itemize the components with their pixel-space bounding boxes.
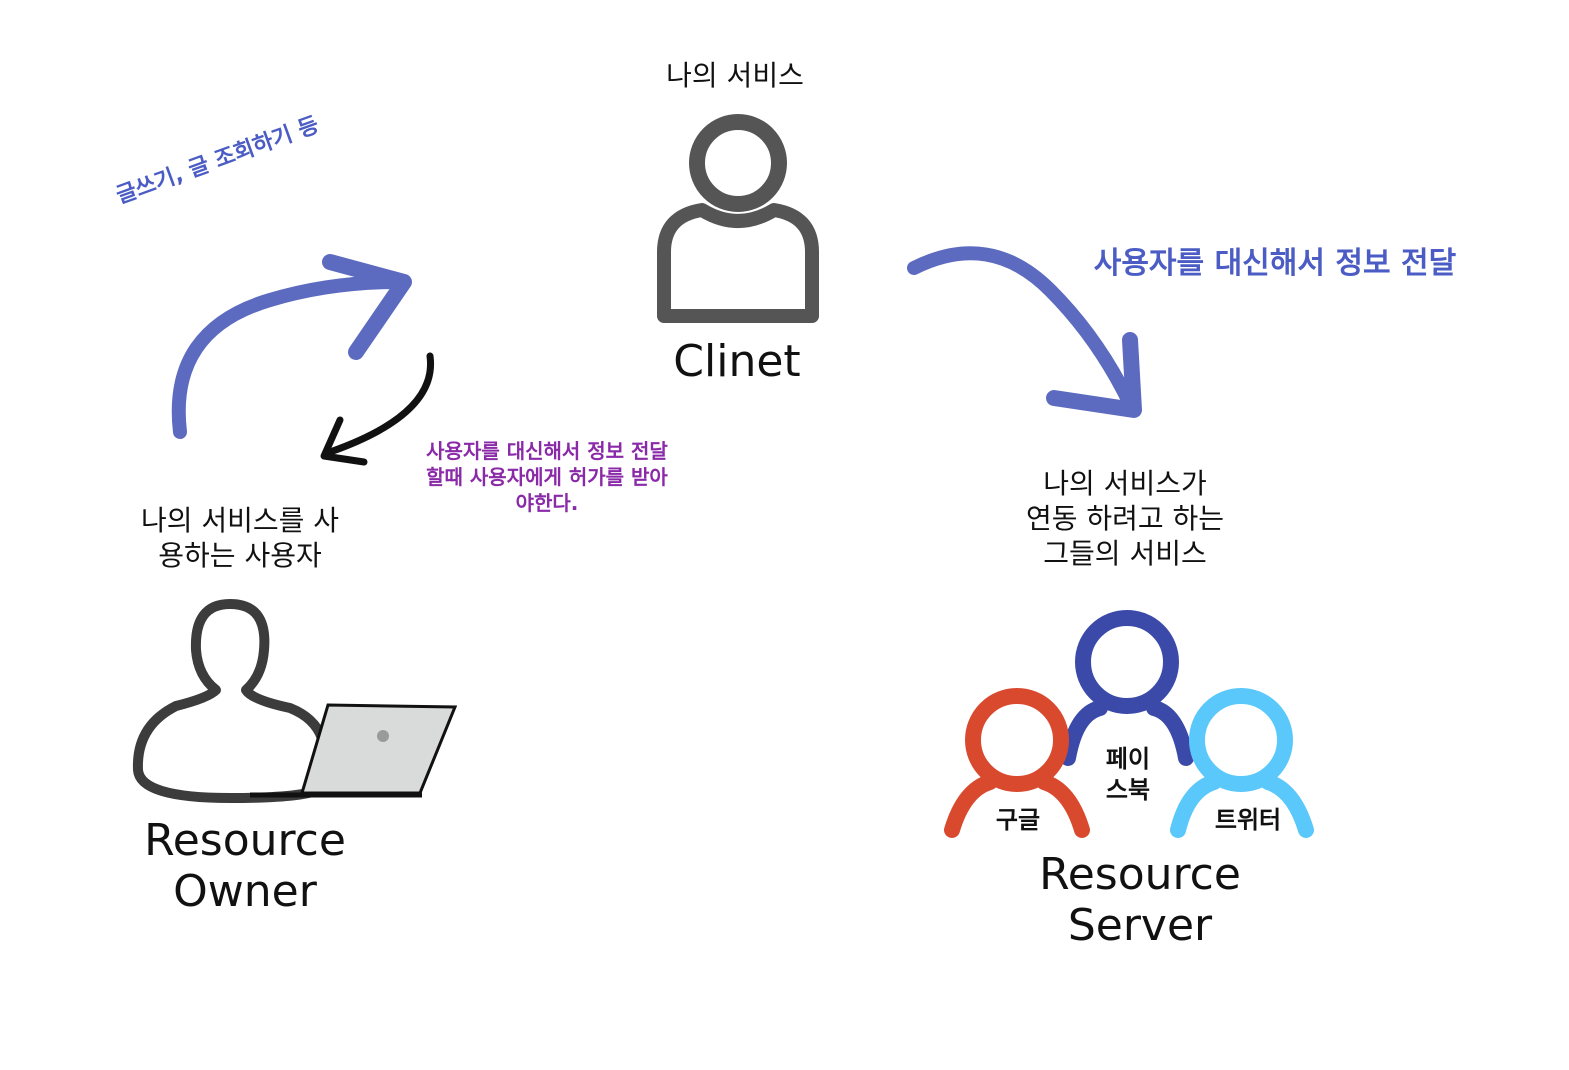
laptop-icon — [250, 703, 458, 798]
facebook-user-icon — [1060, 610, 1194, 766]
owner-role-line: Resource — [144, 815, 346, 866]
owner-description-line: 용하는 사용자 — [158, 539, 322, 572]
owner-user-icon — [132, 599, 330, 803]
consent-note-line: 할때 사용자에게 허가를 받아 — [426, 465, 668, 489]
facebook-label-line: 스북 — [1105, 776, 1151, 805]
consent-note: 사용자를 대신해서 정보 전달 할때 사용자에게 허가를 받아 야한다. — [392, 438, 702, 516]
owner-description-label: 나의 서비스를 사 용하는 사용자 — [100, 503, 380, 573]
owner-to-client-arrow — [171, 254, 412, 439]
google-label: 구글 — [995, 806, 1041, 834]
client-role-label: Clinet — [673, 336, 801, 387]
server-description-line: 연동 하려고 하는 — [1025, 502, 1225, 535]
facebook-label-line: 페이 — [1105, 745, 1151, 773]
server-description-line: 그들의 서비스 — [1043, 537, 1207, 570]
server-role-line: Resource — [1039, 849, 1241, 900]
consent-note-line: 사용자를 대신해서 정보 전달 — [426, 439, 668, 463]
server-user-group-icon — [944, 610, 1314, 838]
client-to-server-arrow — [907, 246, 1142, 418]
server-role-label: Resource Server — [1000, 849, 1280, 951]
consent-note-line: 야한다. — [515, 491, 579, 515]
google-user-icon — [944, 688, 1090, 838]
owner-role-line: Owner — [173, 865, 317, 917]
owner-description-line: 나의 서비스를 사 — [140, 504, 340, 537]
server-role-line: Server — [1067, 899, 1213, 951]
owner-role-label: Resource Owner — [110, 815, 380, 917]
client-user-icon — [657, 114, 819, 323]
client-to-server-arrow-label: 사용자를 대신해서 정보 전달 — [1093, 246, 1457, 281]
twitter-label: 트위터 — [1214, 806, 1282, 834]
server-description-line: 나의 서비스가 — [1043, 467, 1207, 500]
twitter-user-icon — [1170, 688, 1314, 838]
facebook-label: 페이 스북 — [1088, 744, 1168, 806]
client-service-label: 나의 서비스 — [666, 59, 804, 92]
server-description-label: 나의 서비스가 연동 하려고 하는 그들의 서비스 — [980, 466, 1270, 571]
client-to-owner-arrow — [320, 352, 435, 466]
